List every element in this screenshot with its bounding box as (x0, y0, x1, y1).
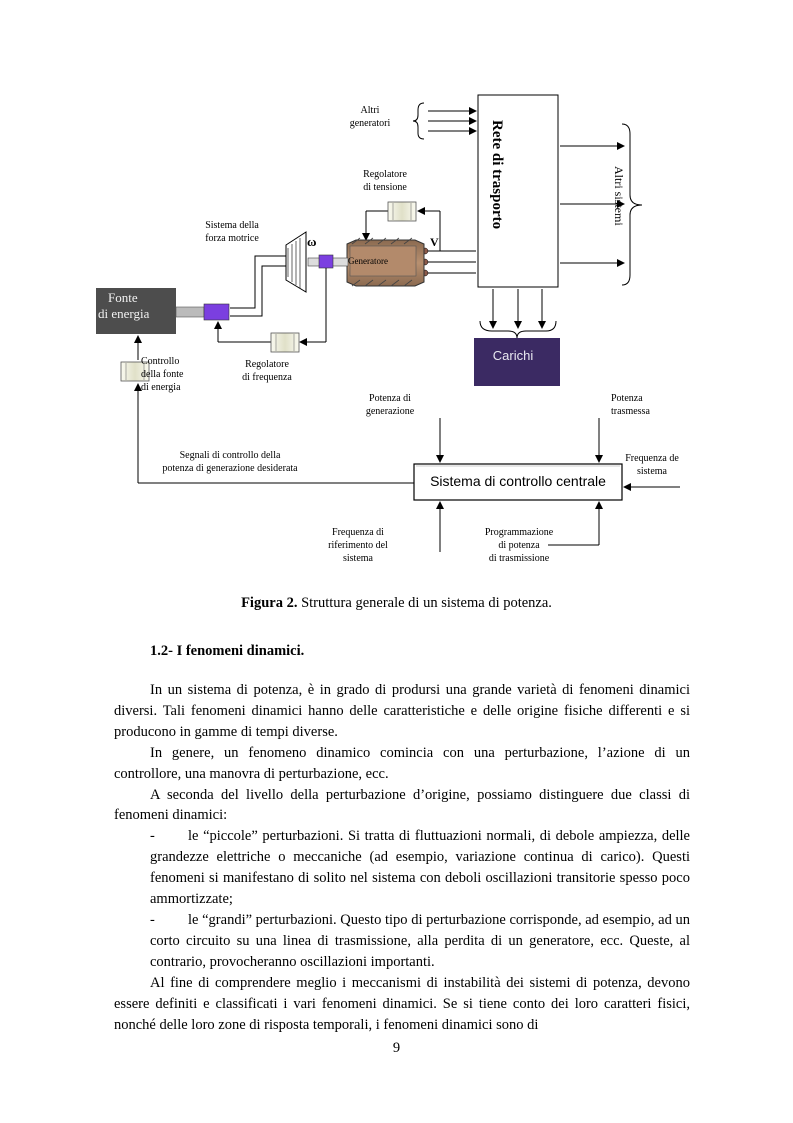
loads-box (474, 338, 560, 386)
label-line: generazione (365, 406, 415, 417)
paragraph: In genere, un fenomeno dinamico comincia… (114, 744, 690, 782)
label-line: Controllo (141, 356, 180, 367)
label-altri-generatori: Altri generatori (335, 104, 405, 130)
bullet-text: le “piccole” perturbazioni. Si tratta di… (150, 828, 690, 908)
fuel-valve (203, 303, 230, 321)
caption-label: Figura 2. (241, 595, 298, 611)
paragraph: Al fine di comprendere meglio i meccanis… (114, 974, 690, 1033)
source-control-regulator (120, 361, 150, 382)
label-programmazione: Programmazione di potenza di trasmission… (476, 526, 562, 565)
label-omega: ω (307, 234, 317, 249)
label-line: trasmessa (611, 406, 650, 417)
label-line: Fonte (108, 290, 138, 305)
label-line: Programmazione (484, 527, 554, 538)
label-line: di tensione (363, 182, 407, 193)
label-regolatore-frequenza: Regolatore di frequenza (232, 358, 302, 384)
paragraph: A seconda del livello della perturbazion… (114, 786, 690, 824)
label-sistema-controllo-centrale: Sistema di controllo centrale (430, 473, 606, 489)
bullet-item: - le “grandi” perturbazioni. Questo tipo… (114, 910, 690, 973)
label-line: di trasmissione (488, 553, 550, 564)
label-altri-sistemi: Altri sistemi (612, 166, 626, 226)
label-rete-di-trasporto: Rete di trasporto (488, 120, 506, 260)
label-sistema-forza-motrice: Sistema della forza motrice (196, 219, 268, 245)
label-line: trasporto (489, 169, 505, 230)
label-line: Frequenza di (332, 527, 384, 538)
label-carichi: Carichi (492, 347, 534, 363)
power-system-diagram (96, 94, 680, 552)
bullet-item: - le “piccole” perturbazioni. Si tratta … (114, 826, 690, 910)
bullet-text: le “grandi” perturbazioni. Questo tipo d… (150, 911, 690, 970)
label-line: Potenza (611, 393, 643, 404)
label-fonte-di-energia: Fonte di energia (98, 290, 149, 322)
label-line: Rete di (489, 120, 505, 166)
shaft-coupling (318, 254, 334, 269)
paragraph: In un sistema di potenza, è in grado di … (114, 682, 690, 740)
label-line: Potenza di (369, 393, 411, 404)
label-line: sistema (343, 553, 373, 564)
label-line: generatori (349, 118, 391, 129)
label-frequenza-riferimento: Frequenza di riferimento del sistema (320, 526, 396, 565)
frequency-regulator (270, 332, 300, 353)
label-line: Regolatore (245, 359, 289, 370)
label-line: di energia (141, 382, 181, 393)
energy-source-box (96, 288, 176, 334)
figure-caption: Figura 2. Struttura generale di un siste… (0, 595, 793, 612)
label-generatore: Generatore (348, 256, 388, 266)
label-regolatore-tensione: Regolatore di tensione (350, 168, 420, 194)
label-potenza-trasmessa: Potenza trasmessa (611, 392, 671, 418)
central-control-box (413, 463, 623, 501)
label-line: forza motrice (205, 233, 259, 244)
label-line: sistema (637, 466, 667, 477)
label-line: Sistema della (205, 220, 259, 231)
label-line: di potenza (498, 540, 540, 551)
label-line: potenza di generazione desiderata (162, 463, 298, 474)
label-potenza-generazione: Potenza di generazione (354, 392, 426, 418)
section-heading: 1.2- I fenomeni dinamici. (150, 643, 305, 659)
caption-text: Struttura generale di un sistema di pote… (297, 595, 552, 611)
bullet-marker: - (150, 911, 155, 928)
label-line: riferimento del (328, 540, 388, 551)
transport-network-box (477, 94, 559, 288)
label-line: della fonte (141, 369, 184, 380)
label-line: di energia (98, 306, 150, 321)
label-voltage: V (430, 235, 439, 249)
label-line: Frequenza de (625, 453, 679, 464)
label-frequenza-sistema: Frequenza de sistema (620, 452, 684, 478)
voltage-regulator (387, 201, 417, 222)
label-line: di frequenza (242, 372, 292, 383)
label-line: Altri (360, 105, 380, 116)
label-controllo-fonte: Controllo della fonte di energia (141, 355, 201, 394)
body-text: In un sistema di potenza, è in grado di … (114, 680, 690, 1035)
page-number: 9 (392, 1040, 401, 1056)
bullet-marker: - (150, 828, 155, 845)
label-segnali-controllo: Segnali di controllo della potenza di ge… (150, 449, 310, 475)
label-line: Regolatore (363, 169, 407, 180)
label-line: Segnali di controllo della (179, 450, 281, 461)
